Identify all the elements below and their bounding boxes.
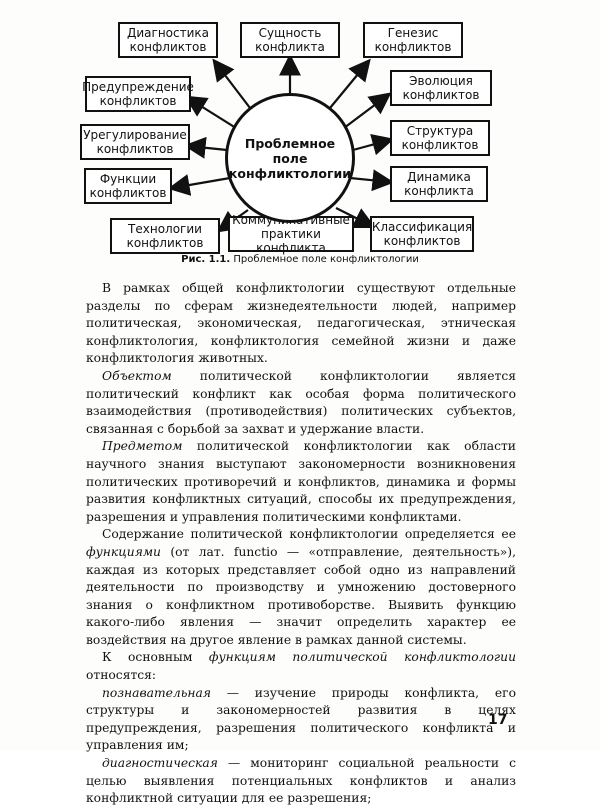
box-evolution: Эволюция конфликтов <box>390 70 492 106</box>
arrow <box>352 133 395 156</box>
emphasis: диагностическая — <box>102 756 241 771</box>
paragraph-text: политической конфликтологии как области … <box>86 439 516 524</box>
box-essence: Сущность конфликта <box>240 22 340 58</box>
paragraph: диагностическая — мониторинг социальной … <box>86 755 516 808</box>
problem-field-diagram: Диагностика конфликтов Сущность конфликт… <box>0 0 600 260</box>
paragraph-text: К основным <box>102 650 209 665</box>
arrow <box>349 169 395 192</box>
paragraph: Содержание политической конфликтологии о… <box>86 526 516 649</box>
paragraph: В рамках общей конфликтологии существуют… <box>86 281 516 366</box>
box-dynamics: Динамика конфликта <box>390 166 488 202</box>
arrow <box>343 92 392 129</box>
caption-text: Проблемное поле конфликтологии <box>233 254 419 265</box>
box-communicative-practices: Коммуникативные практики конфликта <box>228 213 354 255</box>
body-text: В рамках общей конфликтологии существуют… <box>86 280 516 808</box>
paragraph: Объектом политической конфликтологии явл… <box>86 368 516 438</box>
paragraph: Предметом политической конфликтологии ка… <box>86 438 516 526</box>
emphasis: познавательная — <box>102 685 240 700</box>
paragraph: познавательная — изучение природы конфли… <box>86 685 516 755</box>
caption-number: Рис. 1.1. <box>181 254 231 265</box>
box-technologies: Технологии конфликтов <box>110 218 220 254</box>
paragraph-text: изучение природы конфликта, его структур… <box>86 685 516 753</box>
figure-caption: Рис. 1.1. Проблемное поле конфликтологии <box>150 254 450 265</box>
center-circle-problem-field: Проблемное поле конфликтологии <box>225 93 355 223</box>
arrow <box>184 95 237 129</box>
paragraph-text: Содержание политической конфликтологии о… <box>102 527 516 542</box>
emphasis: Предметом <box>102 439 183 454</box>
paragraph-text: (от лат. functio — «отправление, деятель… <box>86 544 516 647</box>
arrow <box>335 207 376 228</box>
box-diagnostics: Диагностика конфликтов <box>118 22 218 58</box>
box-genesis: Генезис конфликтов <box>363 22 463 58</box>
emphasis: функциями <box>86 544 161 559</box>
diagram-arrows <box>167 53 395 233</box>
box-classification: Классификация конфликтов <box>370 216 474 252</box>
arrow <box>212 58 251 109</box>
paragraph: К основным функциям политической конфлик… <box>86 649 516 684</box>
emphasis: функциям политической конфликтологии <box>208 650 516 665</box>
box-settlement: Урегулирование конфликтов <box>80 124 190 160</box>
arrow <box>167 174 231 196</box>
emphasis: Объектом <box>102 368 172 383</box>
box-structure: Структура конфликтов <box>390 120 490 156</box>
paragraph-text: политической конфликтологии является пол… <box>86 368 516 436</box>
arrow <box>329 58 371 109</box>
box-prevention: Предупреждение конфликтов <box>82 76 194 112</box>
box-functions: Функции конфликтов <box>84 168 172 204</box>
arrow <box>183 136 228 159</box>
paragraph-text: относятся: <box>86 668 157 683</box>
page-number: 17 <box>488 712 508 728</box>
